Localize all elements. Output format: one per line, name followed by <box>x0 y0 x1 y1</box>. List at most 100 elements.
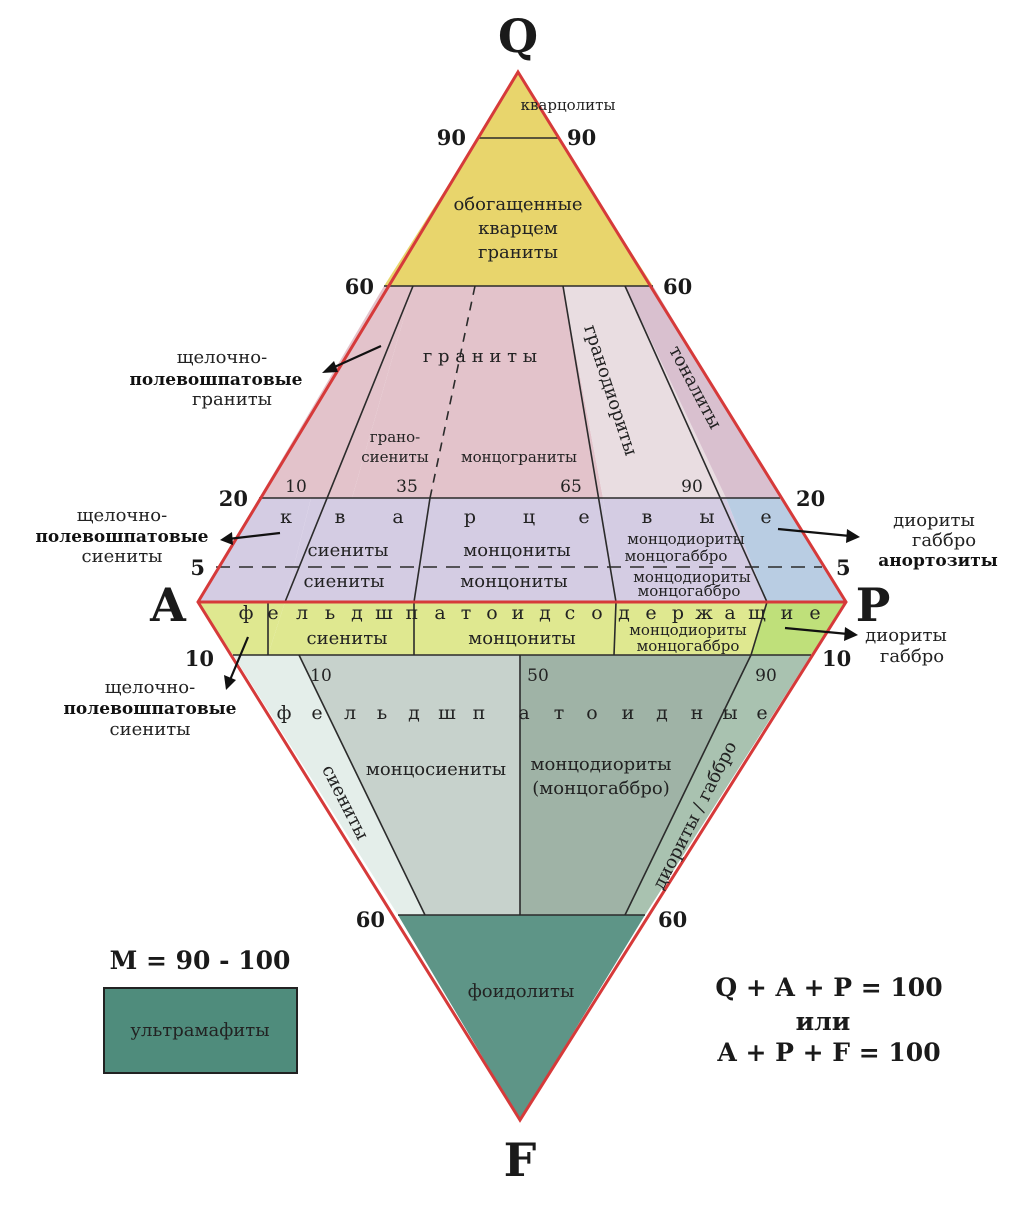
svg-text:д: д <box>351 602 363 624</box>
tick-f60-left: 60 <box>356 907 385 932</box>
ratio-tick-90-lower: 90 <box>755 666 777 686</box>
label-granites: г р а н и т ы <box>423 346 537 367</box>
label-f-syenite: сиениты <box>306 628 387 649</box>
label-syenite: сиениты <box>303 571 384 592</box>
region-quartz-diorite <box>726 498 846 602</box>
label-quartz-rich-2: кварцем <box>478 218 558 239</box>
svg-text:п: п <box>406 602 419 624</box>
tick-f60-right: 60 <box>658 907 687 932</box>
svg-text:полевошпатовые: полевошпатовые <box>63 699 236 719</box>
svg-text:а: а <box>724 602 735 624</box>
equation-or: или <box>796 1007 851 1036</box>
svg-text:а: а <box>434 602 445 624</box>
tick-q20-left: 20 <box>219 486 248 511</box>
tick-q90-left: 90 <box>437 125 466 150</box>
svg-text:о: о <box>591 602 602 624</box>
region-granodiorite <box>563 286 726 498</box>
svg-text:с: с <box>565 602 576 624</box>
label-foid-monzodiorite-1: монцодиориты <box>531 754 672 775</box>
svg-text:ш: ш <box>438 702 456 724</box>
svg-text:граниты: граниты <box>192 389 272 410</box>
svg-text:н: н <box>691 702 704 724</box>
tick-q60-left: 60 <box>345 274 374 299</box>
svg-text:о: о <box>486 602 497 624</box>
svg-text:анортозиты: анортозиты <box>878 551 998 571</box>
callout-alkali-granite: щелочно- полевошпатовые граниты <box>129 344 382 410</box>
legend-ultramafic-label: ультрамафиты <box>130 1020 269 1041</box>
vertex-a: A <box>149 578 187 632</box>
label-quartz-band-spaced: к в а р ц е в ы е <box>280 506 772 528</box>
vertex-p: P <box>856 578 891 632</box>
label-f-monzonite: монцониты <box>468 628 576 649</box>
svg-text:е: е <box>756 702 767 724</box>
region-quartz-monzonite <box>414 498 616 602</box>
tick-q90-right: 90 <box>567 125 596 150</box>
label-foid-monzosyenite: монцосиениты <box>366 759 506 780</box>
label-foid-bearing-spaced: ф е л ь д ш п а т о и д с о д е р ж а щ … <box>239 602 821 624</box>
svg-text:сиениты: сиениты <box>81 546 162 567</box>
equation-qap: Q + A + P = 100 <box>715 973 942 1002</box>
svg-text:ы: ы <box>722 702 737 724</box>
svg-text:щ: щ <box>748 602 766 624</box>
vertex-q: Q <box>498 9 538 63</box>
label-quartz-rich-1: обогащенные <box>453 194 582 215</box>
region-quartz-rich-granitoid <box>384 138 653 286</box>
svg-text:д: д <box>656 702 668 724</box>
ratio-tick-90-upper: 90 <box>681 477 703 497</box>
callout-alkali-syenite-quartz: щелочно- полевошпатовые сиениты <box>35 505 281 567</box>
svg-text:л: л <box>344 702 356 724</box>
region-quartz-monzodiorite <box>603 498 767 602</box>
region-foidolite <box>398 915 645 1120</box>
svg-text:габбро: габбро <box>880 646 944 667</box>
callout-diorite-anorthosite: диориты габбро анортозиты <box>777 510 998 571</box>
label-monzonite: монцониты <box>460 571 568 592</box>
region-fills <box>198 72 846 1120</box>
svg-text:п: п <box>473 702 486 724</box>
vertex-f: F <box>504 1133 537 1187</box>
region-foid-monzosyenite <box>299 655 520 915</box>
tick-q60-right: 60 <box>663 274 692 299</box>
ratio-tick-10-lower: 10 <box>310 666 332 686</box>
label-monzodiorite-1: монцодиориты <box>633 568 751 586</box>
region-monzogranite <box>430 286 603 498</box>
svg-text:е: е <box>311 702 322 724</box>
legend-ultramafic-box <box>103 987 298 1074</box>
label-quartz-rich-3: граниты <box>478 242 558 263</box>
label-foid-monzodiorite-2: (монцогаббро) <box>532 778 670 799</box>
region-quartz-syenite <box>285 498 430 602</box>
svg-text:р: р <box>672 602 684 624</box>
label-q-monzonite: монцониты <box>463 540 571 561</box>
svg-text:и: и <box>622 702 635 724</box>
svg-text:ь: ь <box>377 702 387 724</box>
region-foid-bearing-monzodiorite <box>614 602 767 655</box>
svg-text:т: т <box>461 602 472 624</box>
label-monzodiorite-2: монцогаббро <box>638 582 741 600</box>
svg-text:ц: ц <box>523 506 535 528</box>
outline <box>196 69 848 1123</box>
label-q-monzodiorite-1: монцодиориты <box>627 530 745 548</box>
region-quartzolite <box>478 72 558 138</box>
svg-text:д: д <box>408 702 420 724</box>
svg-text:а: а <box>392 506 403 528</box>
region-foid-monzodiorite <box>520 655 751 915</box>
region-foid-syenite <box>233 655 425 915</box>
region-quartz-alkali-syenite <box>198 498 311 602</box>
svg-text:р: р <box>464 506 476 528</box>
svg-text:сиениты: сиениты <box>109 719 190 740</box>
diamond-outline <box>196 69 848 1123</box>
region-syenogranite <box>352 286 475 498</box>
legend-m-label: М = 90 - 100 <box>110 946 291 975</box>
svg-text:полевошпатовые: полевошпатовые <box>35 527 208 547</box>
label-monzogranite: монцограниты <box>461 448 577 466</box>
svg-text:о: о <box>586 702 597 724</box>
svg-text:ф: ф <box>277 702 292 724</box>
svg-text:диориты: диориты <box>893 510 975 531</box>
tick-q5-right: 5 <box>836 555 851 580</box>
label-f-monzodiorite-1: монцодиориты <box>629 621 747 639</box>
label-q-syenite: сиениты <box>307 540 388 561</box>
ratio-tick-50-lower: 50 <box>527 666 549 686</box>
svg-text:л: л <box>296 602 308 624</box>
label-syenogranite-1: грано- <box>370 428 421 446</box>
tick-q20-right: 20 <box>796 486 825 511</box>
